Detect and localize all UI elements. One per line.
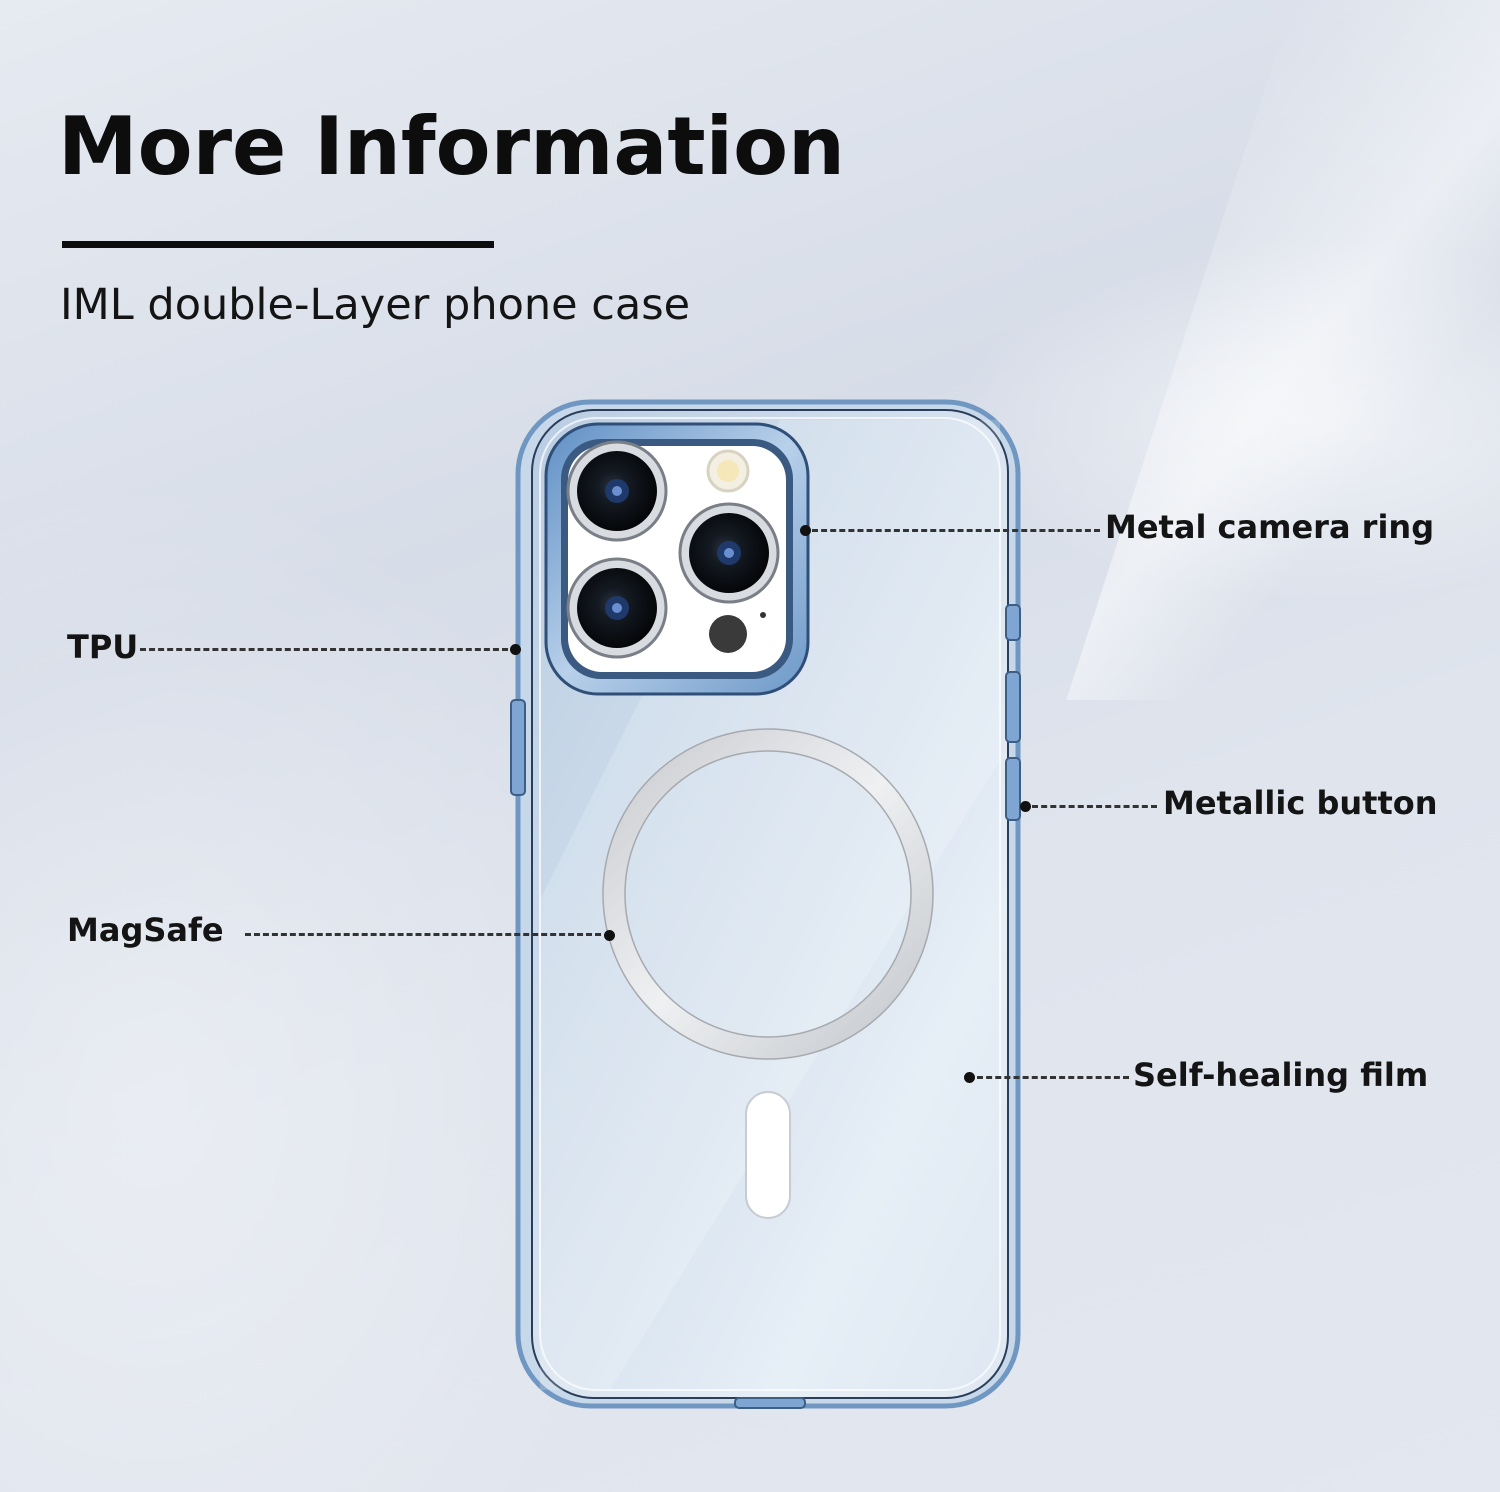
magsafe-alignment-slot: [745, 1091, 791, 1219]
callout-line-metallic-button: [1032, 805, 1157, 808]
right-side-button-middle: [1005, 671, 1021, 743]
lidar-sensor: [709, 615, 747, 653]
page-title: More Information: [58, 100, 845, 193]
right-side-button-top: [1005, 604, 1021, 641]
callout-line-self-healing-film: [977, 1076, 1129, 1079]
label-tpu: TPU: [67, 628, 139, 666]
callout-dot-metallic-button: [1020, 801, 1031, 812]
label-metallic-button: Metallic button: [1163, 784, 1438, 822]
page-subtitle: IML double-Layer phone case: [60, 280, 691, 330]
label-magsafe: MagSafe: [67, 911, 224, 949]
left-side-button: [510, 699, 526, 796]
right-side-button-bottom: [1005, 757, 1021, 821]
title-underline: [62, 241, 494, 248]
lens-right: [678, 502, 780, 604]
callout-dot-tpu: [510, 644, 521, 655]
label-metal-camera-ring: Metal camera ring: [1105, 508, 1435, 546]
callout-dot-camera-ring: [800, 525, 811, 536]
callout-line-magsafe: [245, 933, 601, 936]
label-self-healing-film: Self-healing film: [1133, 1056, 1429, 1094]
callout-dot-magsafe: [604, 930, 615, 941]
callout-line-camera-ring: [812, 529, 1100, 532]
callout-dot-self-healing-film: [964, 1072, 975, 1083]
magsafe-ring: [603, 729, 933, 1059]
lens-bottom-left: [566, 557, 668, 659]
callout-line-tpu: [140, 648, 508, 651]
lens-top-left: [566, 440, 668, 542]
